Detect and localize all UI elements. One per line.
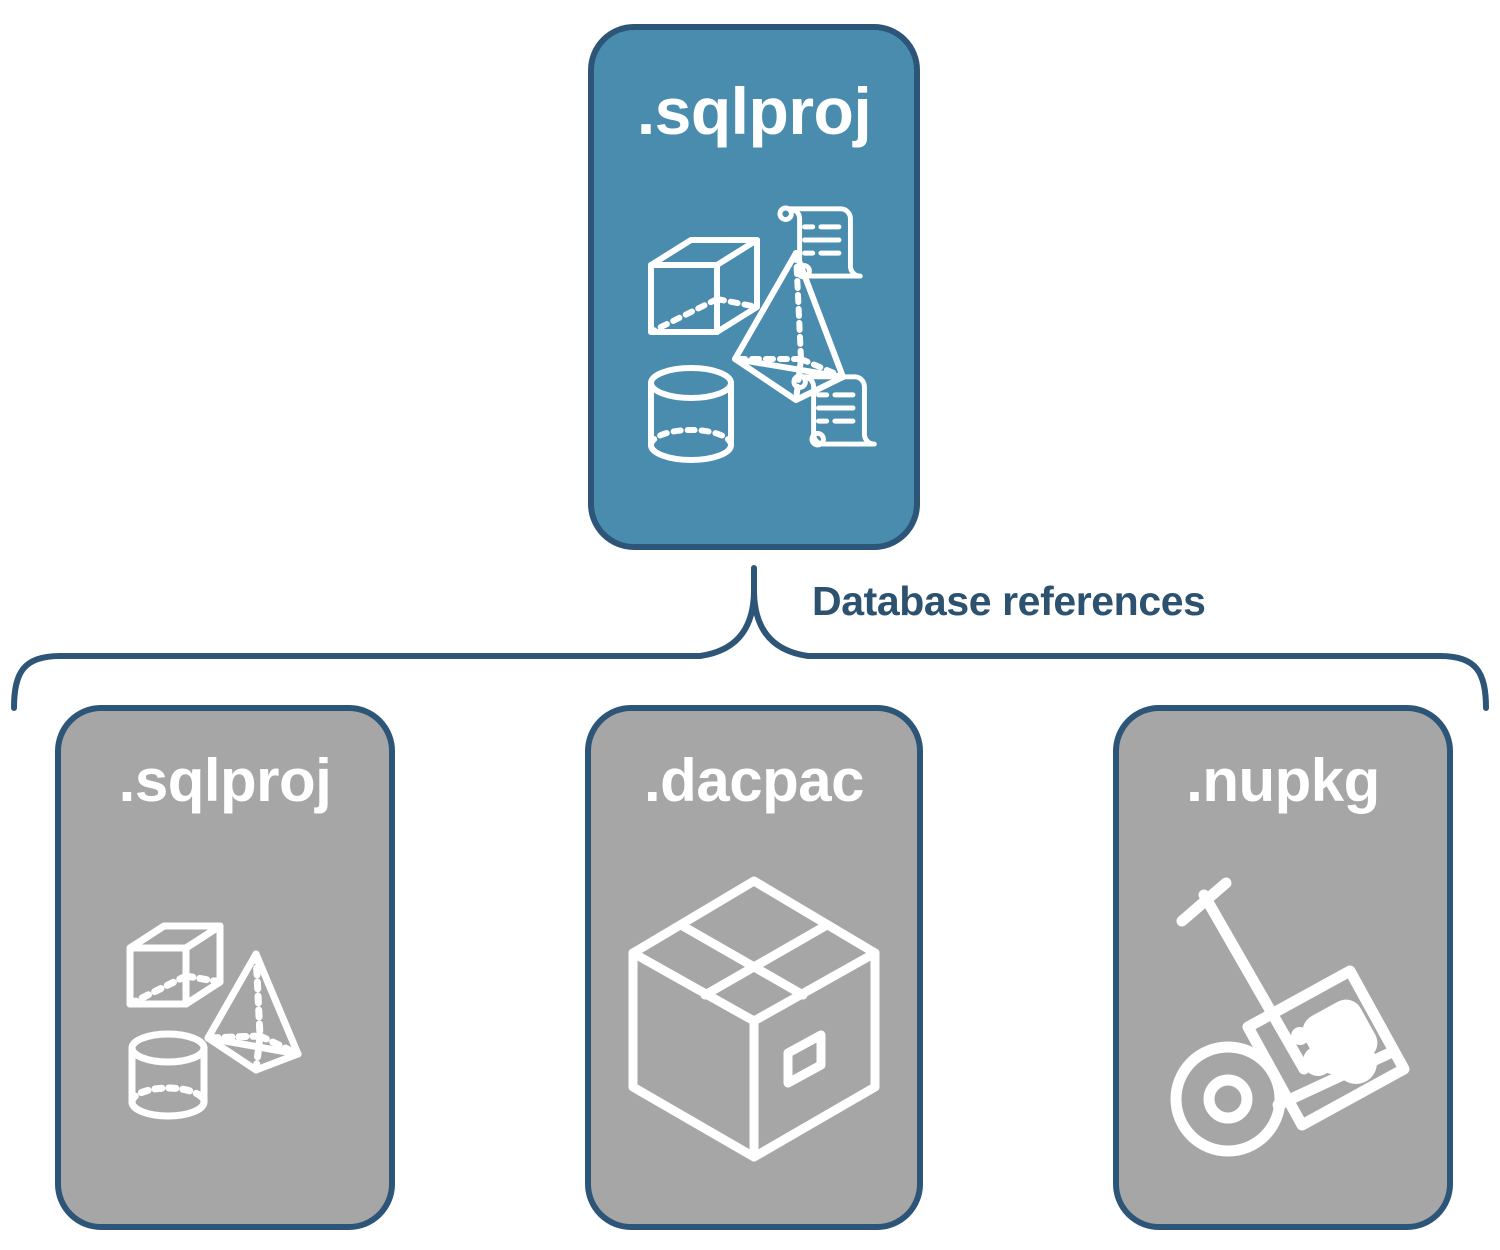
cube-wireframe-icon — [648, 236, 760, 335]
reference-card-nupkg[interactable]: .nupkg — [1113, 705, 1453, 1230]
root-card-icon-group — [594, 144, 914, 544]
sqlproj-shapes-svg — [126, 922, 302, 1119]
scroll-script-icon — [777, 205, 863, 279]
scroll-script-icon — [791, 373, 877, 447]
cube-wireframe-icon — [126, 922, 224, 1007]
reference-card-sqlproj[interactable]: .sqlproj — [55, 705, 395, 1230]
root-card-title: .sqlproj — [636, 74, 872, 148]
reference-card-dacpac[interactable]: .dacpac — [585, 705, 923, 1230]
cylinder-wireframe-icon — [648, 364, 734, 463]
database-references-bracket — [11, 565, 1489, 711]
shipping-box-icon — [628, 876, 880, 1161]
nupkg-icon-group — [1119, 811, 1447, 1224]
root-shapes-svg — [648, 205, 877, 463]
pyramid-wireframe-icon — [204, 950, 302, 1073]
reference-card-title-sqlproj: .sqlproj — [118, 747, 332, 814]
bracket-label: Database references — [812, 578, 1206, 624]
dacpac-icon-group — [591, 811, 917, 1224]
reference-card-title-nupkg: .nupkg — [1186, 747, 1380, 814]
hand-truck-package-icon — [1170, 877, 1410, 1156]
reference-card-title-dacpac: .dacpac — [644, 747, 864, 814]
sqlproj-icon-group — [61, 811, 389, 1224]
cylinder-wireframe-icon — [128, 1030, 208, 1119]
root-card-sqlproj[interactable]: .sqlproj — [588, 24, 920, 550]
